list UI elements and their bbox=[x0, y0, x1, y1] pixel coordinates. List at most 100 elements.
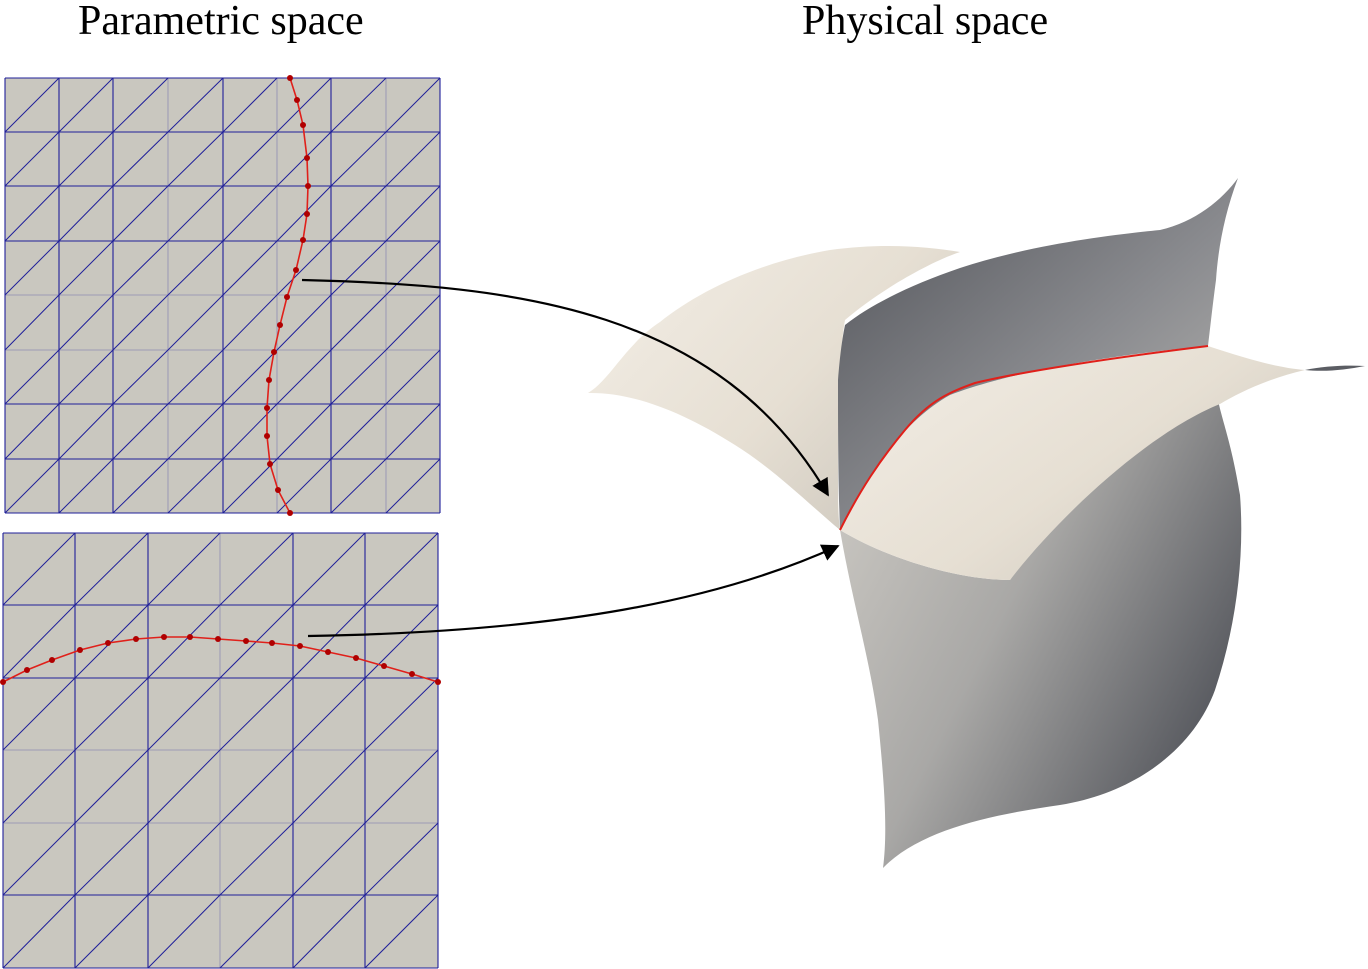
mesh-edge bbox=[58, 458, 114, 514]
mesh-edge bbox=[330, 131, 387, 187]
mesh-edge bbox=[167, 349, 224, 405]
curve-points-top bbox=[264, 75, 311, 516]
mesh-edge bbox=[276, 77, 332, 133]
curve-point bbox=[187, 634, 193, 640]
triangle-mesh-bottom bbox=[2, 532, 439, 969]
curve-point bbox=[287, 75, 293, 81]
mesh-edge bbox=[112, 131, 169, 187]
curve-point bbox=[277, 322, 283, 328]
mesh-edge bbox=[330, 294, 387, 351]
curve-point bbox=[267, 461, 273, 467]
mesh-edge bbox=[167, 185, 224, 242]
triangle-mesh-top bbox=[4, 77, 441, 514]
physical-space-title: Physical space bbox=[802, 0, 1049, 44]
mesh-edge bbox=[292, 677, 366, 751]
surface-light-front bbox=[840, 346, 1305, 580]
mesh-edge bbox=[147, 532, 221, 606]
mesh-edge bbox=[385, 403, 441, 460]
curve-point bbox=[287, 510, 293, 516]
mesh-edge bbox=[222, 185, 278, 242]
arrow-bottom-to-surface bbox=[307, 544, 840, 638]
mesh-edge bbox=[4, 77, 60, 133]
mesh-edge bbox=[276, 403, 332, 460]
mesh-edge bbox=[219, 822, 294, 896]
mesh-edge bbox=[385, 185, 441, 242]
mesh-edge bbox=[58, 77, 114, 133]
mesh-edge bbox=[112, 240, 169, 296]
mesh-edge bbox=[276, 240, 332, 296]
mesh-edge bbox=[58, 185, 114, 242]
curve-point bbox=[264, 405, 270, 411]
mesh-edge bbox=[330, 349, 387, 405]
mesh-edge bbox=[112, 403, 169, 460]
mesh-edge bbox=[4, 349, 60, 405]
curve-point bbox=[0, 679, 6, 685]
curve-point bbox=[284, 294, 290, 300]
parametric-panel-top bbox=[4, 75, 441, 516]
mesh-edge bbox=[222, 294, 278, 351]
mesh-edge bbox=[74, 677, 149, 751]
mesh-edge bbox=[74, 822, 149, 896]
surface-tail bbox=[1305, 365, 1365, 371]
mesh-edge bbox=[58, 240, 114, 296]
mesh-edge bbox=[219, 532, 294, 606]
curve-point bbox=[304, 155, 310, 161]
mesh-edge bbox=[58, 349, 114, 405]
mesh-edge bbox=[167, 403, 224, 460]
curve-points-bottom bbox=[0, 634, 441, 685]
physical-surface bbox=[588, 178, 1365, 868]
mesh-edge bbox=[58, 294, 114, 351]
mesh-edge bbox=[364, 749, 439, 824]
mesh-edge bbox=[2, 604, 76, 679]
parametric-panel-bottom bbox=[0, 532, 441, 969]
parametric-space-title: Parametric space bbox=[78, 0, 364, 44]
curve-point bbox=[271, 349, 277, 355]
curve-point bbox=[300, 122, 306, 128]
curve-point bbox=[305, 183, 311, 189]
mesh-edge bbox=[385, 294, 441, 351]
curve-point bbox=[297, 643, 303, 649]
mesh-edge bbox=[219, 894, 294, 969]
mesh-edge bbox=[385, 458, 441, 514]
curve-point bbox=[266, 377, 272, 383]
curve-point bbox=[269, 640, 275, 646]
mesh-edge bbox=[147, 604, 221, 679]
mesh-edge bbox=[167, 458, 224, 514]
mesh-edge bbox=[167, 131, 224, 187]
curve-point bbox=[304, 211, 310, 217]
mesh-edge bbox=[167, 240, 224, 296]
mesh-edge bbox=[292, 822, 366, 896]
mesh-edge bbox=[292, 532, 366, 606]
mesh-edge bbox=[112, 294, 169, 351]
mesh-edge bbox=[385, 131, 441, 187]
mesh-edge bbox=[219, 749, 294, 824]
intersection-curve bbox=[839, 345, 1209, 531]
mesh-edge bbox=[219, 677, 294, 751]
mesh-edge bbox=[147, 677, 221, 751]
mesh-edge bbox=[4, 131, 60, 187]
mesh-edge bbox=[74, 894, 149, 969]
mesh-edge bbox=[58, 403, 114, 460]
curve-point bbox=[294, 97, 300, 103]
mesh-edge bbox=[167, 294, 224, 351]
mesh-edge bbox=[167, 77, 224, 133]
mesh-edge bbox=[112, 458, 169, 514]
curve-point bbox=[77, 647, 83, 653]
curve-point bbox=[264, 433, 270, 439]
mesh-edge bbox=[385, 77, 441, 133]
curve-point bbox=[293, 267, 299, 273]
mesh-edge bbox=[330, 77, 387, 133]
curve-point bbox=[300, 237, 306, 243]
curve-point bbox=[24, 667, 30, 673]
mesh-edge bbox=[2, 749, 76, 824]
mesh-edge bbox=[330, 403, 387, 460]
mesh-edge bbox=[2, 532, 76, 606]
mesh-edge bbox=[292, 894, 366, 969]
mesh-edge bbox=[364, 894, 439, 969]
mesh-edge bbox=[385, 240, 441, 296]
curve-point bbox=[325, 649, 331, 655]
mesh-edge bbox=[276, 185, 332, 242]
mesh-edge bbox=[222, 458, 278, 514]
mesh-edge bbox=[4, 458, 60, 514]
